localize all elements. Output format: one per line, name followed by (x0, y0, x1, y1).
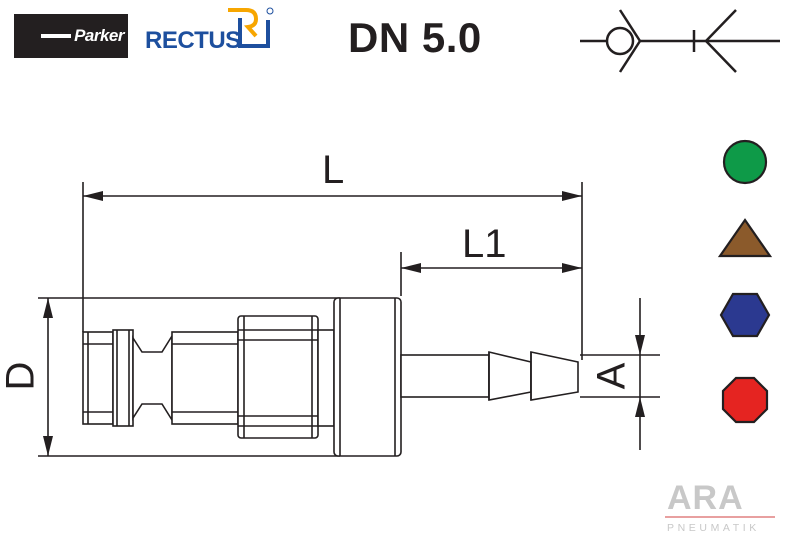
dimension-label-l: L (322, 148, 345, 192)
rectus-logo-text: RECTUS (145, 27, 241, 54)
plug-body (171, 331, 239, 425)
ara-watermark-logo: ARA (667, 479, 744, 517)
plug-collar (112, 329, 134, 427)
material-symbols (717, 139, 773, 424)
parker-logo-text: Parker (74, 26, 124, 45)
plug-hex (237, 315, 319, 439)
parker-logo-dash (41, 34, 72, 38)
plug-groove (132, 333, 173, 423)
check-valve-symbol-icon (580, 9, 780, 73)
dimension-label-a: A (589, 362, 634, 390)
plug-flange (333, 297, 402, 457)
dimension-label-d: D (0, 361, 43, 391)
red-octagon-icon (721, 376, 769, 424)
brown-triangle-icon (717, 218, 773, 258)
hose-barb-1 (488, 350, 532, 401)
rectus-logo-icon (228, 7, 274, 48)
plug-transition (317, 329, 335, 427)
parker-logo: Parker (14, 14, 128, 58)
blue-hexagon-icon (719, 292, 771, 338)
hose-tail (400, 354, 490, 398)
page-title: DN 5.0 (348, 14, 482, 61)
dimension-label-l1: L1 (462, 222, 507, 266)
ara-watermark-divider (665, 516, 775, 518)
hose-barb-2 (530, 351, 579, 401)
green-circle-icon (722, 139, 768, 185)
ara-watermark-subtitle: PNEUMATIK (667, 522, 760, 534)
